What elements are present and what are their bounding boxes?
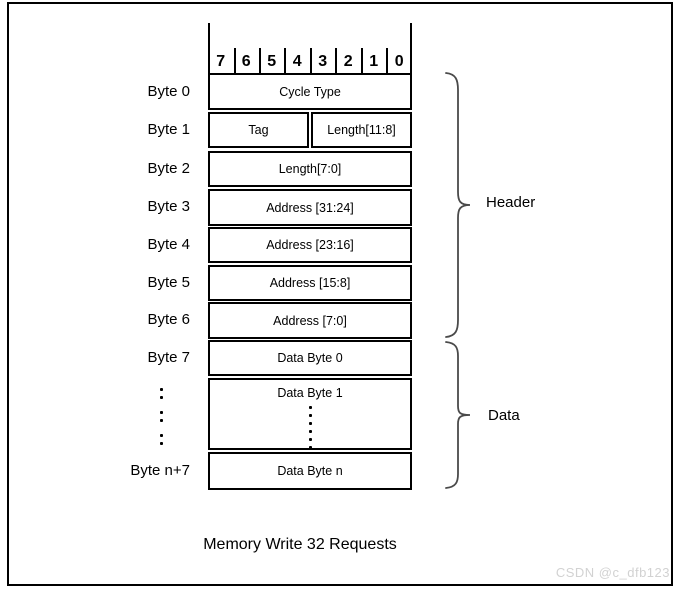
field-data-byte-1: Data Byte 1 <box>208 378 412 450</box>
field-label: Data Byte 1 <box>277 386 343 400</box>
bit-label: 5 <box>267 53 277 70</box>
byte-label: Byte 6 <box>147 311 190 328</box>
bit-tick <box>386 48 388 73</box>
bit-tick <box>310 48 312 73</box>
bit-label: 1 <box>369 53 379 70</box>
byte-label: Byte 0 <box>147 83 190 100</box>
bit-label: 3 <box>318 53 328 70</box>
watermark: CSDN @c_dfb123 <box>555 565 670 580</box>
bit-tick <box>259 48 261 73</box>
field-length-7-0: Length[7:0] <box>208 151 412 187</box>
byte-label: Byte 5 <box>147 274 190 291</box>
ruler-right-edge <box>410 23 412 73</box>
bit-label: 7 <box>216 53 226 70</box>
field-tag: Tag <box>208 112 309 148</box>
figure-caption: Memory Write 32 Requests <box>203 536 397 553</box>
bit-label: 2 <box>343 53 353 70</box>
vertical-ellipsis <box>308 406 312 449</box>
field-cycle-type: Cycle Type <box>208 73 412 110</box>
byte-label: Byte 3 <box>147 198 190 215</box>
field-data-byte-0: Data Byte 0 <box>208 340 412 376</box>
field-addr-15-8: Address [15:8] <box>208 265 412 301</box>
byte-label: Byte 7 <box>147 349 190 366</box>
figure-border <box>7 2 673 586</box>
data-group-label: Data <box>488 407 520 424</box>
field-length-11-8: Length[11:8] <box>311 112 412 148</box>
field-addr-31-24: Address [31:24] <box>208 189 412 226</box>
byte-label: Byte 4 <box>147 236 190 253</box>
bit-numbers: 7 6 5 4 3 2 1 0 <box>208 51 412 73</box>
field-addr-23-16: Address [23:16] <box>208 227 412 263</box>
bit-tick <box>335 48 337 73</box>
vertical-ellipsis <box>160 388 163 445</box>
ruler-left-edge <box>208 23 210 73</box>
field-addr-7-0: Address [7:0] <box>208 302 412 339</box>
byte-label: Byte 1 <box>147 121 190 138</box>
bit-tick <box>234 48 236 73</box>
header-group-label: Header <box>486 194 536 211</box>
byte-label: Byte 2 <box>147 160 190 177</box>
bit-tick <box>284 48 286 73</box>
bit-tick <box>361 48 363 73</box>
byte-label: Byte n+7 <box>130 462 190 479</box>
bit-label: 0 <box>394 53 404 70</box>
data-brace <box>445 341 471 489</box>
bit-label: 6 <box>241 53 251 70</box>
field-data-byte-n: Data Byte n <box>208 452 412 490</box>
header-brace <box>445 72 471 338</box>
bit-label: 4 <box>292 53 302 70</box>
